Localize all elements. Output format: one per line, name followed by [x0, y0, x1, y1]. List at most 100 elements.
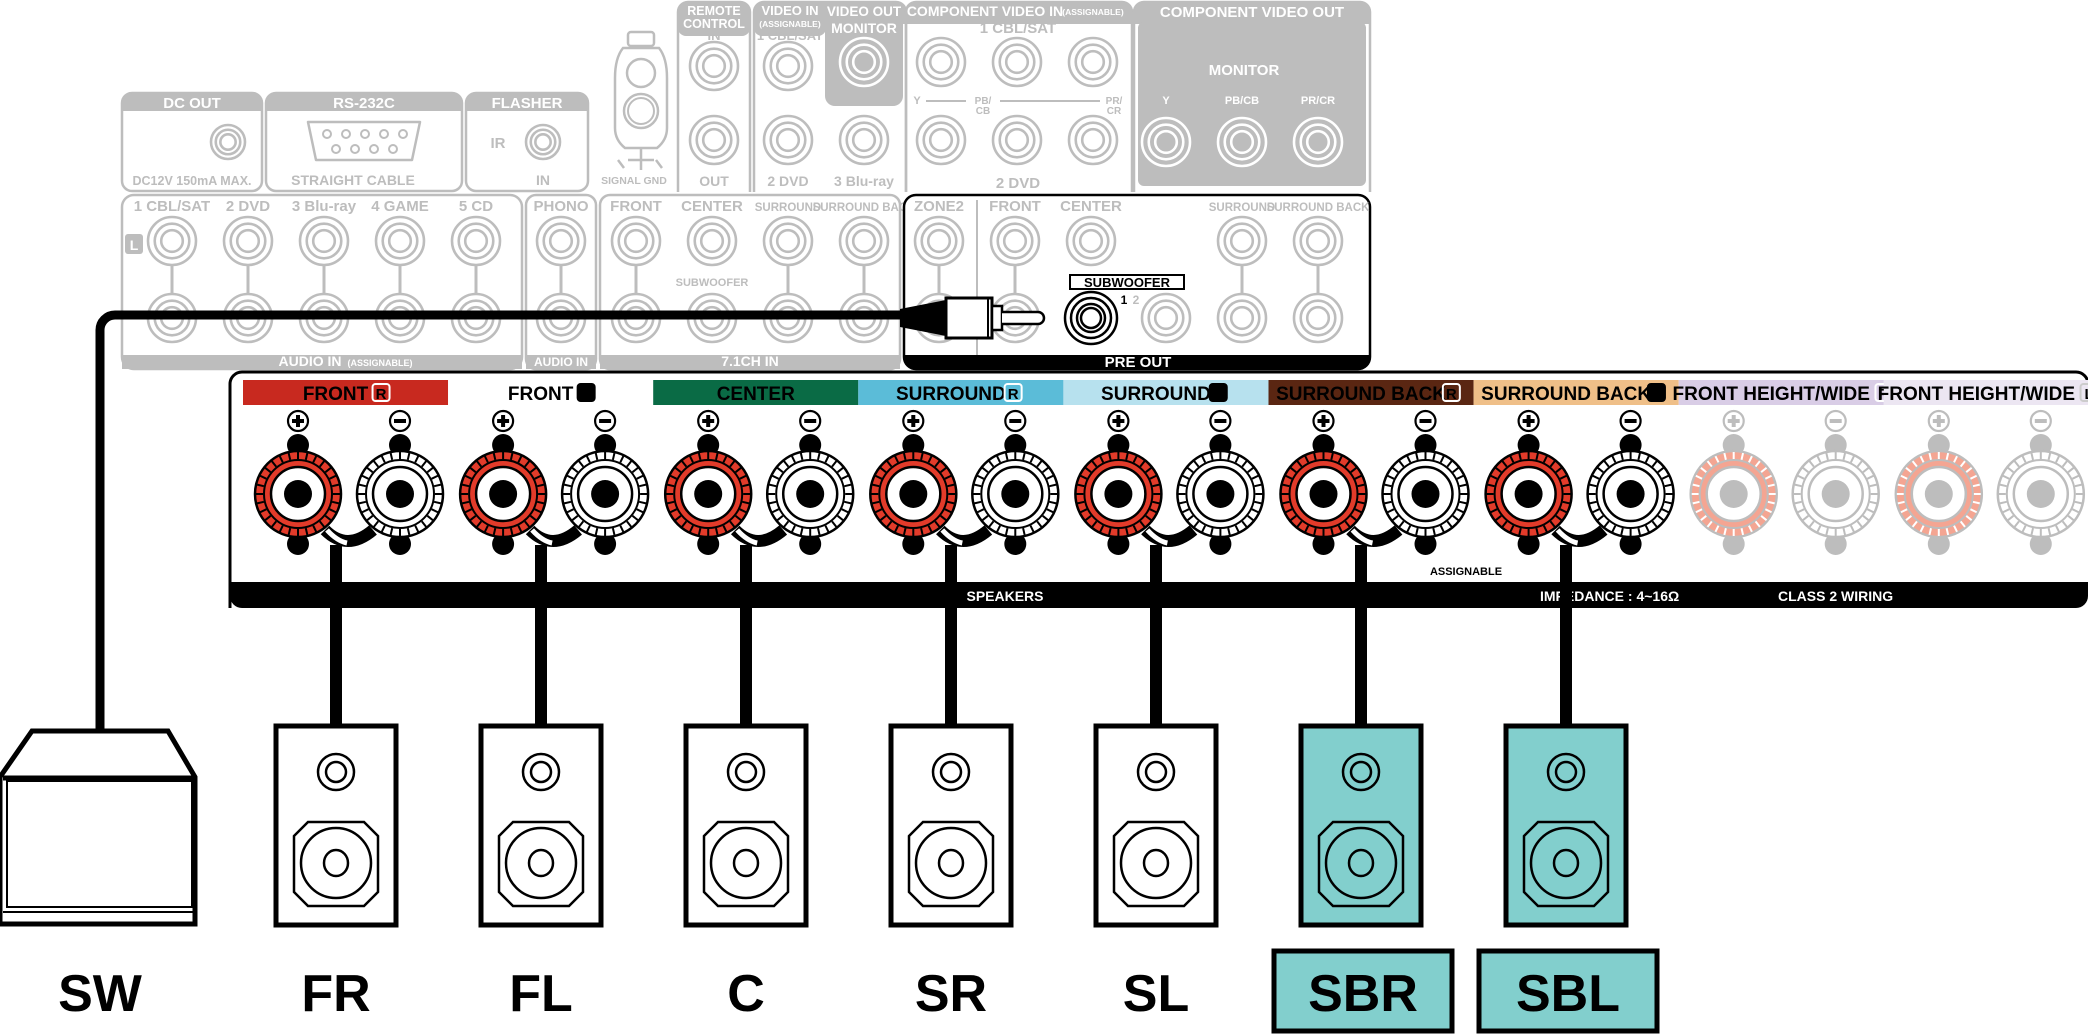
negative-terminal[interactable] — [1586, 409, 1675, 555]
knurl — [594, 452, 599, 461]
audio-in-label: 3 Blu-ray — [292, 198, 357, 215]
bookshelf-speaker-icon — [1298, 723, 1424, 928]
subwoofer-number-2: 2 — [1133, 293, 1140, 307]
knurl — [287, 527, 292, 536]
knurl — [1764, 474, 1772, 480]
class-2-wiring-label: CLASS 2 WIRING — [1778, 588, 1893, 604]
pin — [331, 144, 341, 154]
knurl — [1794, 483, 1802, 488]
polarity-bar — [1419, 419, 1432, 423]
negative-terminal[interactable] — [355, 409, 445, 555]
knurl — [1439, 455, 1445, 463]
knurl — [1285, 508, 1293, 514]
speaker-label-highlight-box — [1476, 948, 1660, 1034]
knurl — [1036, 460, 1043, 468]
positive-terminal[interactable] — [458, 409, 548, 555]
channel-label-bar — [1268, 380, 1474, 405]
polarity-bar — [501, 415, 506, 427]
positive-terminal[interactable] — [1894, 409, 1984, 555]
tweeter-icon — [1341, 752, 1381, 792]
knurl — [1754, 520, 1761, 528]
pre-out-label: SURROUND — [1209, 202, 1275, 214]
knurl — [509, 452, 514, 461]
post-hole — [1001, 480, 1030, 508]
knurl — [1849, 455, 1855, 463]
positive-terminal[interactable] — [663, 409, 753, 555]
terminal-group-front-height-wide-l: FRONT HEIGHT/WIDEL — [1878, 380, 2088, 555]
knurl — [380, 525, 386, 533]
knurl — [414, 525, 420, 533]
knurl — [626, 520, 633, 528]
jack-ring — [219, 133, 237, 151]
knurl — [776, 515, 784, 521]
positive-terminal[interactable] — [1279, 409, 1368, 555]
knurl — [1432, 452, 1436, 461]
positive-terminal[interactable] — [1484, 409, 1573, 555]
positive-terminal[interactable] — [1689, 409, 1778, 555]
post-hole — [1104, 480, 1133, 508]
negative-terminal[interactable] — [971, 409, 1060, 555]
woofer-dust-cap — [937, 848, 965, 878]
channel-label-bar — [653, 380, 859, 405]
jack-ring — [1004, 127, 1030, 153]
woofer-icon — [299, 826, 373, 900]
positive-terminal[interactable] — [253, 409, 343, 555]
dc-out-jack-icon — [209, 123, 247, 161]
gnd-hole — [622, 92, 660, 130]
knurl — [981, 515, 989, 521]
knurl — [1509, 525, 1515, 533]
knurl — [1022, 527, 1026, 536]
negative-terminal[interactable] — [560, 409, 650, 555]
subwoofer-2-jack-icon — [1140, 292, 1192, 344]
jack-ring — [1067, 114, 1119, 166]
negative-terminal[interactable] — [1176, 409, 1265, 555]
knurl — [1969, 474, 1978, 480]
positive-terminal[interactable] — [1074, 409, 1163, 555]
jack-ring — [1153, 305, 1179, 331]
knurl — [1084, 467, 1092, 473]
ring-inner — [1185, 459, 1256, 529]
knurl — [1392, 467, 1399, 473]
knurl — [886, 520, 893, 528]
section-header — [678, 2, 750, 36]
channel-label-bar — [1063, 380, 1269, 405]
knurl — [1999, 500, 2007, 505]
audio-in-label: 1 CBL/SAT — [134, 198, 210, 215]
knurl — [1825, 452, 1829, 461]
negative-terminal[interactable] — [1381, 409, 1470, 555]
wire-fork-highlight — [325, 528, 348, 546]
negative-terminal[interactable] — [765, 409, 855, 555]
knurl — [934, 520, 941, 528]
woofer-frame — [292, 820, 380, 908]
knurl — [771, 508, 780, 514]
seven-one-label: SURROUND BACK — [813, 202, 917, 214]
knurl — [433, 500, 442, 505]
knurl — [1559, 508, 1567, 514]
knurl — [1856, 460, 1863, 468]
knurl — [1145, 515, 1152, 521]
knurl — [2067, 515, 2075, 521]
post-hole — [1411, 480, 1440, 508]
knurl — [1723, 527, 1727, 536]
speaker-c: C — [683, 723, 809, 1023]
negative-terminal[interactable] — [1791, 409, 1880, 555]
knurl — [1415, 527, 1419, 536]
rca-jack-icon — [838, 36, 890, 88]
knurl — [1849, 525, 1855, 533]
negative-terminal[interactable] — [1996, 409, 2086, 555]
flasher-ir-label: IR — [491, 135, 506, 152]
polarity-bar — [2034, 419, 2047, 423]
remote-title: REMOTE — [687, 4, 740, 18]
knurl — [934, 460, 941, 468]
knurl — [1152, 500, 1160, 505]
knurl — [1193, 460, 1200, 468]
knurl — [1825, 527, 1829, 536]
jack-ring — [1140, 116, 1192, 168]
terminal-tab — [1107, 533, 1130, 555]
knurl — [715, 452, 719, 461]
knurl — [1603, 460, 1610, 468]
knurl — [715, 527, 719, 536]
positive-terminal[interactable] — [869, 409, 958, 555]
tweeter-icon — [521, 752, 561, 792]
